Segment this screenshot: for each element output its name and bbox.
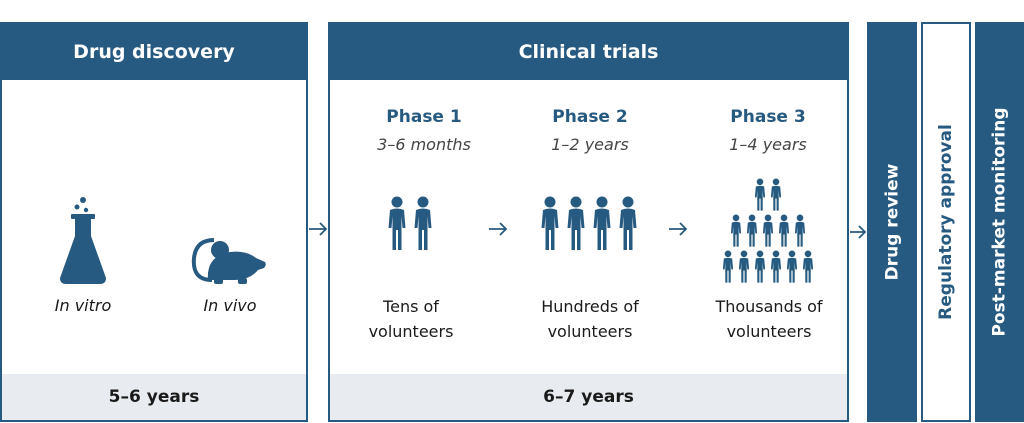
drug-review-label: Drug review xyxy=(882,163,902,281)
clinical-trials-panel: Clinical trials Phase 1 3–6 months Tens … xyxy=(328,22,849,422)
arrow-right-icon xyxy=(308,221,328,237)
phase-3-duration: 1–4 years xyxy=(729,135,807,154)
clinical-trials-title: Clinical trials xyxy=(330,24,847,80)
person-icon xyxy=(722,178,818,286)
post-market-monitoring-label: Post-market monitoring xyxy=(989,107,1010,337)
drug-review-bar: Drug review xyxy=(867,22,917,422)
regulatory-approval-label: Regulatory approval xyxy=(936,124,957,320)
phase-2-duration: 1–2 years xyxy=(551,135,629,154)
flask-icon xyxy=(58,194,108,286)
person-icon xyxy=(387,196,435,252)
phase-1-title: Phase 1 xyxy=(386,107,462,127)
mouse-icon xyxy=(190,228,268,288)
post-market-monitoring-bar: Post-market monitoring xyxy=(975,22,1024,422)
drug-discovery-panel: Drug discovery In vitro In vivo 5–6 year… xyxy=(0,22,308,422)
in-vivo-label: In vivo xyxy=(203,296,257,315)
drug-discovery-duration: 5–6 years xyxy=(2,374,306,420)
arrow-right-icon xyxy=(849,224,867,240)
phase-1-volunteers: Tens of volunteers xyxy=(368,297,454,341)
phase-2-volunteers: Hundreds of volunteers xyxy=(541,297,639,341)
drug-discovery-title: Drug discovery xyxy=(2,24,306,80)
phase-3-volunteers: Thousands of volunteers xyxy=(715,297,823,341)
regulatory-approval-bar: Regulatory approval xyxy=(921,22,971,422)
phase-3-title: Phase 3 xyxy=(730,107,806,127)
person-icon xyxy=(540,196,640,252)
arrow-right-icon xyxy=(668,221,688,237)
in-vitro-label: In vitro xyxy=(54,296,112,315)
clinical-trials-duration: 6–7 years xyxy=(330,374,847,420)
phase-1-duration: 3–6 months xyxy=(377,135,471,154)
phase-2-title: Phase 2 xyxy=(552,107,628,127)
arrow-right-icon xyxy=(488,221,508,237)
